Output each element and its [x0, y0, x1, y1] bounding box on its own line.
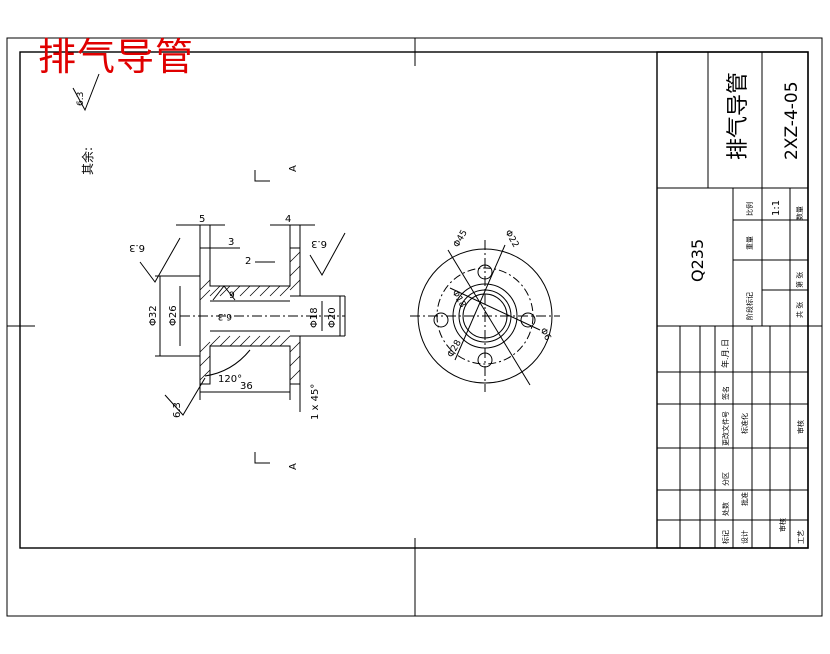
section-marker-bottom — [254, 452, 270, 464]
end-dim-phi28: Φ28 — [446, 338, 464, 359]
dim-phi26: Φ26 — [168, 305, 179, 326]
section-label-bottom: A — [288, 463, 299, 470]
end-dim-phi45: Φ45 — [452, 228, 470, 249]
red-part-title: 排气导管 — [38, 35, 195, 79]
title-block-approve: 批准 — [740, 492, 749, 506]
roughness-bottom-left — [164, 377, 206, 416]
section-view: A A — [129, 165, 346, 470]
title-block-weight-label: 重量 — [746, 236, 754, 250]
bolt-hole-right — [520, 312, 536, 328]
title-block-zone: 分区 — [721, 472, 730, 486]
roughness-bore-value: 6.3 — [218, 311, 232, 321]
dim-phi18: Φ18 — [309, 307, 320, 328]
title-block-drawing-no: 2XZ-4-05 — [782, 81, 802, 160]
section-label-top: A — [288, 165, 299, 172]
roughness-right-flange — [309, 232, 346, 277]
title-block-stage-label: 阶段标记 — [745, 292, 754, 320]
title-block-scale-value: 1:1 — [771, 200, 782, 216]
title-block — [656, 51, 809, 549]
title-block-sheet-total: 共 张 — [795, 302, 804, 318]
title-block-process: 工艺 — [797, 530, 805, 544]
title-block-marker: 标记 — [721, 530, 730, 544]
title-block-reviewer: 审核 — [778, 518, 787, 532]
title-block-change-doc: 更改文件号 — [721, 411, 730, 446]
bolt-hole-left — [433, 312, 449, 328]
dim-9: 9 — [229, 291, 235, 301]
title-block-qty-label: 数量 — [795, 206, 804, 220]
title-block-scale-label: 比例 — [745, 202, 754, 216]
title-block-check: 审核 — [796, 420, 805, 434]
roughness-right-flange-value: 6.3 — [311, 238, 327, 249]
hatch-lines — [199, 251, 301, 381]
roughness-value: 6.3 — [76, 92, 86, 106]
inner-border — [19, 51, 809, 549]
roughness-bore — [212, 285, 236, 301]
section-marker-top — [254, 170, 270, 182]
dim-2: 2 — [245, 256, 251, 267]
part-outline-top — [199, 247, 345, 297]
title-block-count: 处数 — [721, 502, 730, 516]
title-block-standardize: 标准化 — [740, 413, 749, 434]
roughness-left-flange — [139, 237, 181, 283]
title-block-sheet-label: 第 张 — [795, 272, 804, 288]
remaining-finish-label: 其余: — [80, 147, 95, 175]
dim-3: 3 — [228, 237, 234, 248]
roughness-symbol-general: 6.3 — [72, 73, 100, 112]
part-outline-bottom — [199, 335, 345, 385]
roughness-left-flange-value: 6.3 — [129, 242, 145, 253]
title-block-signature: 签名 — [721, 386, 730, 400]
title-block-material: Q235 — [688, 239, 707, 282]
dim-angle-120: 120° — [218, 374, 242, 385]
title-block-part-name: 排气导管 — [726, 72, 751, 160]
title-block-designer: 设计 — [740, 530, 749, 544]
title-block-date: 年.月.日 — [720, 339, 730, 368]
dim-5: 5 — [199, 214, 205, 225]
end-dim-phi22: Φ22 — [502, 229, 520, 250]
end-view: Φ45 Φ22 Φ18 Φ28 Φ6 — [410, 228, 560, 392]
dim-chamfer: 1 x 45° — [310, 384, 321, 420]
dim-phi20: Φ20 — [327, 307, 338, 328]
roughness-bottom-left-value: 6.3 — [172, 402, 183, 418]
dim-phi32: Φ32 — [148, 305, 159, 326]
dim-4: 4 — [285, 214, 291, 225]
dim-36: 36 — [240, 381, 253, 392]
